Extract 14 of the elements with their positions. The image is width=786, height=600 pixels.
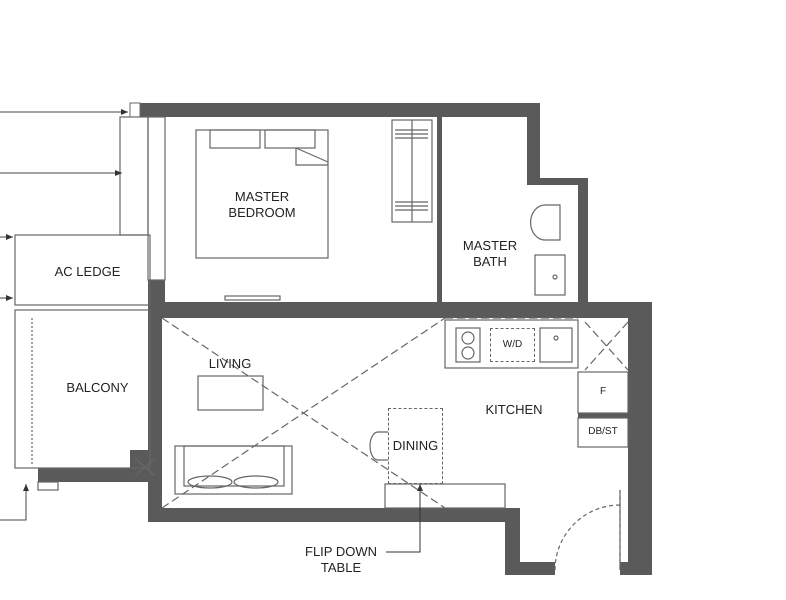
washer-dryer-outline [490, 328, 535, 362]
room-label: W/D [502, 338, 524, 352]
room-label: LIVING [208, 354, 252, 373]
room-label: MASTER BEDROOM [227, 188, 297, 222]
room-label: MASTER BATH [462, 236, 518, 271]
room-label: DINING [392, 436, 440, 455]
leader-line [386, 484, 423, 552]
folding-table-outline [388, 408, 443, 484]
room-label: KITCHEN [484, 400, 544, 419]
room-label: DB/ST [587, 425, 619, 440]
room-label: F [598, 385, 608, 400]
room-label: BALCONY [65, 378, 130, 397]
callout-text: FLIP DOWN TABLE [304, 542, 378, 577]
room-label: AC LEDGE [54, 262, 122, 281]
